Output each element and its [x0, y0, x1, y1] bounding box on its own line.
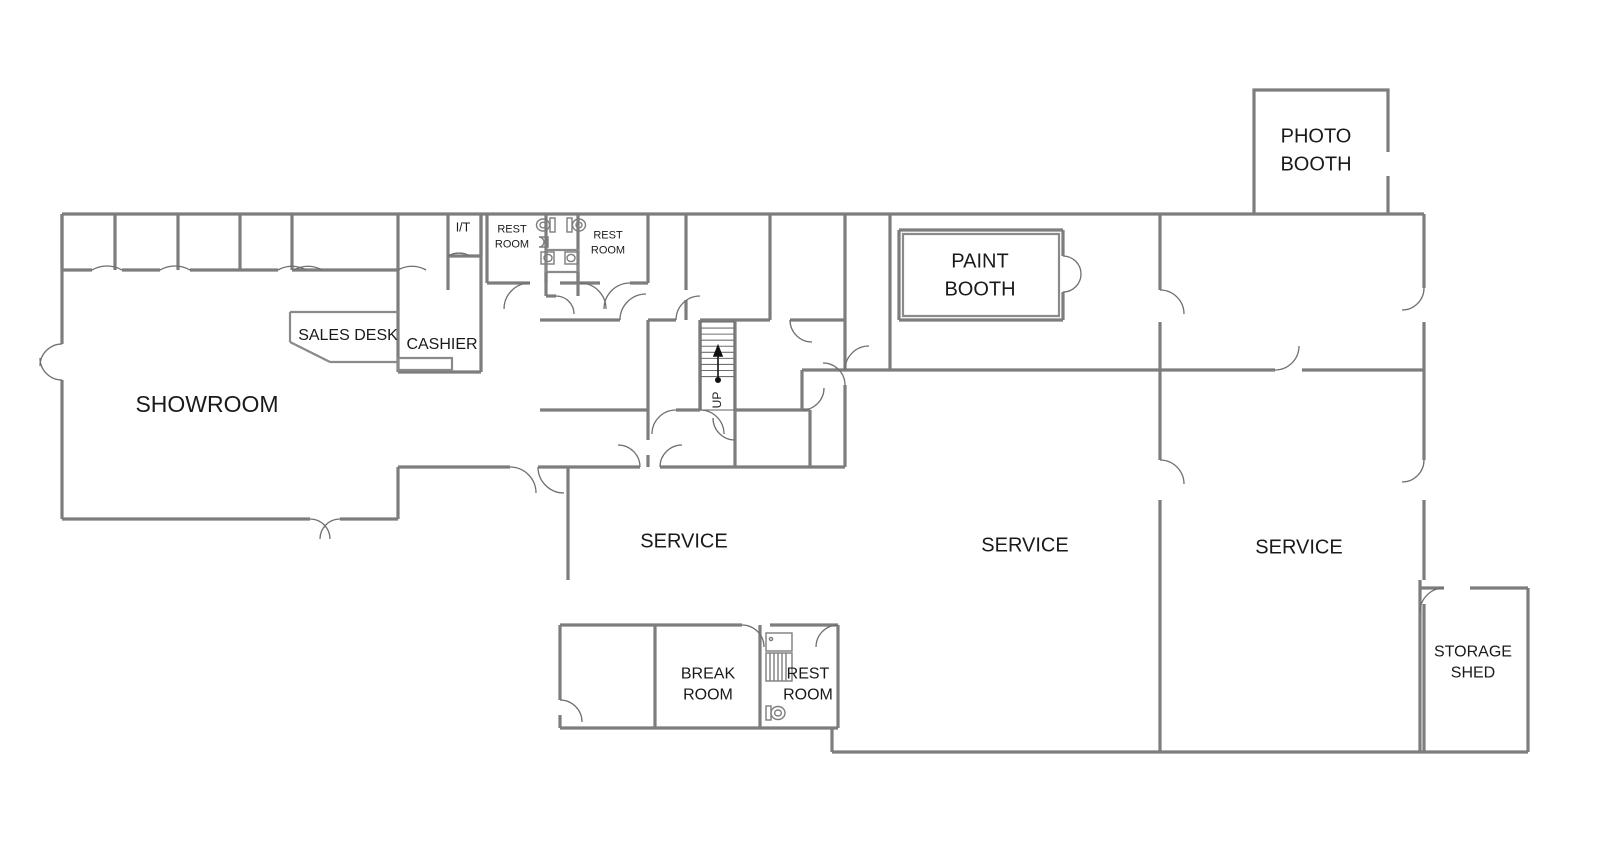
stairway: UP [698, 320, 737, 411]
showroom-front-offices [60, 214, 398, 272]
toilet-icon [566, 217, 587, 233]
room-label-service-bay-2: SERVICE [981, 534, 1068, 556]
room-label-paint-booth: BOOTH [944, 278, 1015, 300]
room-label-restroom-1: REST [497, 223, 527, 235]
room-label-storage-shed: SHED [1451, 665, 1495, 682]
room-label-cashier: CASHIER [406, 336, 477, 353]
room-labels: SHOWROOM SALES DESK CASHIER I/T REST ROOM REST… [135, 125, 1512, 703]
room-label-storage-shed: STORAGE [1434, 644, 1512, 661]
toilet-icon [535, 217, 556, 233]
paint-booth-room [897, 228, 1082, 322]
room-label-break-room: ROOM [683, 687, 733, 704]
room-label-restroom-1: ROOM [495, 238, 529, 250]
storage-shed-room [1418, 580, 1530, 754]
room-label-service-bay-3: SERVICE [1255, 536, 1342, 558]
room-label-restroom-3: ROOM [783, 687, 833, 704]
restroom-fixtures-upper [535, 217, 587, 265]
breakroom-block [558, 623, 840, 752]
room-label-it-room: I/T [456, 220, 471, 234]
door-swings [39, 252, 1425, 723]
room-label-photo-booth: PHOTO [1281, 125, 1352, 147]
room-label-paint-booth: PAINT [951, 250, 1008, 272]
building-outer-walls [60, 88, 1426, 752]
room-label-service-bay-1: SERVICE [640, 530, 727, 552]
room-label-restroom-2: ROOM [591, 244, 625, 256]
room-label-sales-desk: SALES DESK [298, 327, 398, 344]
toilet-icon [765, 705, 786, 721]
sink-icon [564, 251, 579, 265]
room-label-break-room: BREAK [681, 666, 736, 683]
room-label-photo-booth: BOOTH [1280, 153, 1351, 175]
service-area-walls [800, 214, 1424, 754]
room-label-restroom-2: REST [593, 229, 623, 241]
stair-outline [700, 321, 735, 411]
room-label-restroom-3: REST [787, 666, 830, 683]
stair-direction-label: UP [710, 392, 724, 409]
room-label-showroom: SHOWROOM [135, 391, 278, 417]
sink-icon [540, 251, 555, 265]
cabinet-icon [765, 632, 793, 682]
urinal-icon [538, 236, 549, 248]
